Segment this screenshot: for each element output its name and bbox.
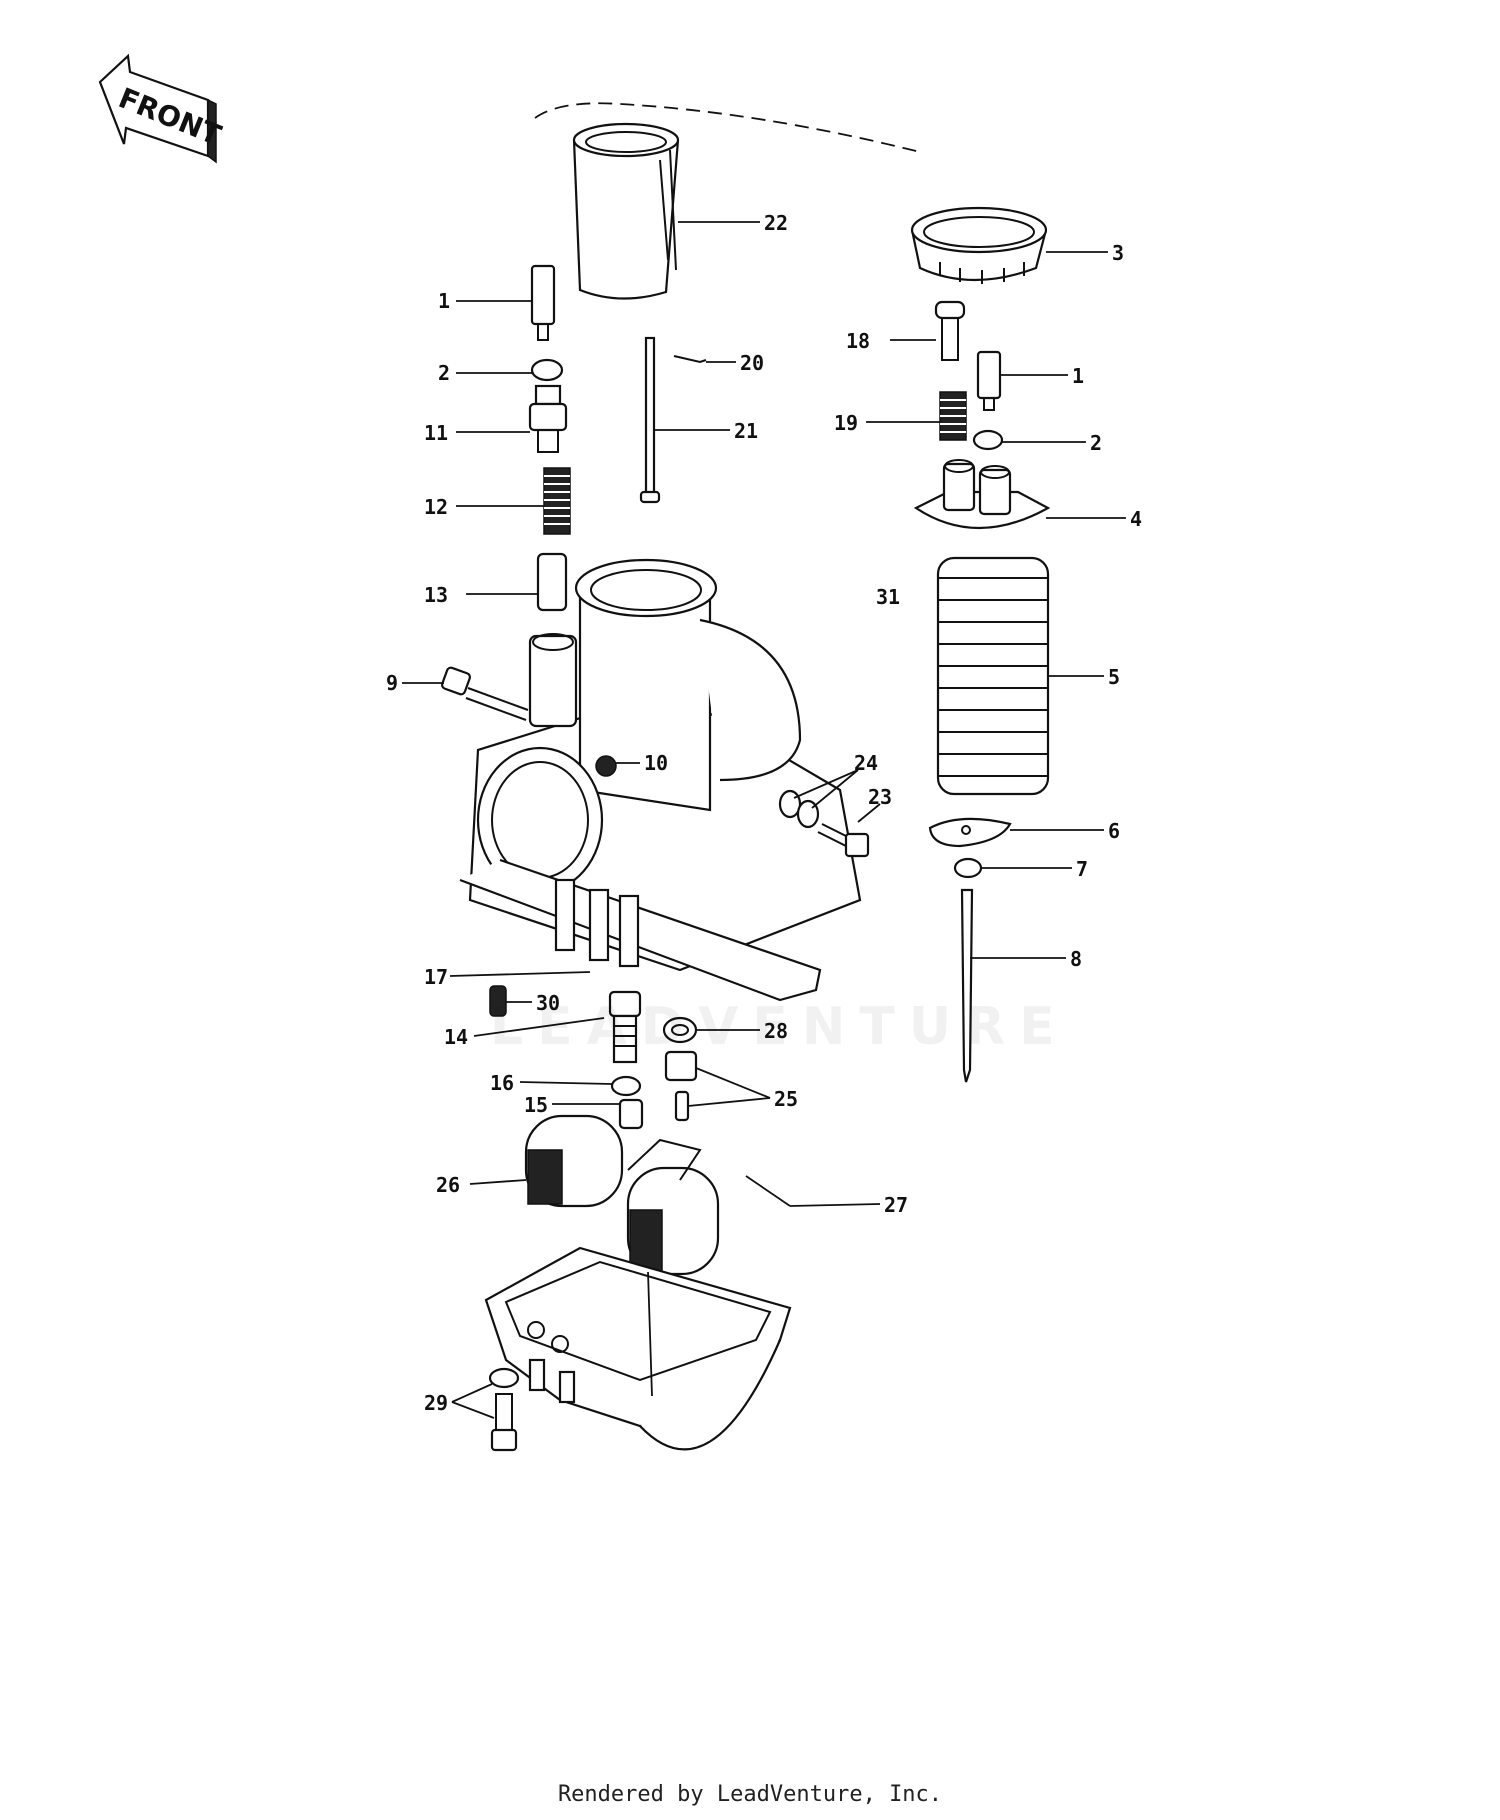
- part-23-bolt: [817, 803, 881, 858]
- part-11-fitting: [456, 384, 568, 453]
- callout-labels: 22 3 1 18 20 2 1 11 21 19 2 12 4 13 31 9…: [386, 211, 1142, 1415]
- part-21-rod: [639, 336, 730, 504]
- callout-15: 15: [524, 1093, 548, 1117]
- part-4-top-cap: [913, 459, 1126, 529]
- part-19-spring: [866, 391, 967, 441]
- callout-26: 26: [436, 1173, 460, 1197]
- part-18-screw: [890, 300, 966, 361]
- part-24-washers: [778, 769, 859, 829]
- callout-31: 31: [876, 585, 900, 609]
- callout-8: 8: [1070, 947, 1082, 971]
- callout-27: 27: [884, 1193, 908, 1217]
- callout-1-left: 1: [438, 289, 450, 313]
- part-29-drain-bolt: [451, 1367, 520, 1452]
- part-12-spring: [456, 467, 571, 535]
- part-22-rubber-cap: [572, 122, 760, 300]
- part-2-nut-right: [972, 429, 1086, 451]
- alignment-dashed-curve: [534, 102, 921, 153]
- part-17-gasket-leader: [449, 971, 591, 977]
- callout-30: 30: [536, 991, 560, 1015]
- callout-25: 25: [774, 1087, 798, 1111]
- callout-2-right: 2: [1090, 431, 1102, 455]
- callout-13: 13: [424, 583, 448, 607]
- callout-3: 3: [1112, 241, 1124, 265]
- callout-24: 24: [854, 751, 878, 775]
- part-6-plate: [928, 817, 1104, 848]
- part-27-pin: [745, 1175, 881, 1207]
- part-13-jet: [466, 552, 568, 612]
- front-arrow: FRONT: [98, 53, 226, 164]
- callout-6: 6: [1108, 819, 1120, 843]
- callout-20: 20: [740, 351, 764, 375]
- callout-2-left: 2: [438, 361, 450, 385]
- callout-10: 10: [644, 751, 668, 775]
- callout-18: 18: [846, 329, 870, 353]
- part-30-pilot-screw: [489, 985, 532, 1017]
- part-1-adjuster-right: [976, 350, 1068, 411]
- callout-1-right: 1: [1072, 364, 1084, 388]
- callout-12: 12: [424, 495, 448, 519]
- part-2-nut-left: [456, 358, 564, 382]
- callout-4: 4: [1130, 507, 1142, 531]
- callout-11: 11: [424, 421, 448, 445]
- callout-29: 29: [424, 1391, 448, 1415]
- float-bowl: [484, 1246, 792, 1451]
- callout-28: 28: [764, 1019, 788, 1043]
- part-20-clip: [673, 355, 736, 364]
- footer-credit: Rendered by LeadVenture, Inc.: [557, 1782, 943, 1807]
- part-9-bolt: [402, 666, 529, 721]
- part-10-screw: [595, 755, 640, 777]
- callout-5: 5: [1108, 665, 1120, 689]
- part-26-floats: [469, 1114, 720, 1276]
- callout-9: 9: [386, 671, 398, 695]
- callout-17: 17: [424, 965, 448, 989]
- part-8-needle: [960, 888, 1066, 1083]
- callout-14: 14: [444, 1025, 468, 1049]
- part-3-ring-cap: [910, 206, 1108, 284]
- carburetor-body: [459, 558, 862, 1002]
- callout-21: 21: [734, 419, 758, 443]
- part-25-needle-valve: [664, 1050, 771, 1122]
- part-1-adjuster-left: [456, 264, 556, 341]
- part-5-spring: [936, 556, 1104, 796]
- callout-7: 7: [1076, 857, 1088, 881]
- watermark-text: LEADVENTURE: [490, 997, 1069, 1057]
- part-16-washer: [519, 1075, 642, 1097]
- callout-23: 23: [868, 785, 892, 809]
- part-7-clip: [953, 857, 1072, 879]
- part-28-washer: [662, 1016, 760, 1044]
- callout-22: 22: [764, 211, 788, 235]
- part-14-main-jet: [473, 990, 642, 1064]
- part-15-pilot-jet: [552, 1098, 644, 1130]
- callout-16: 16: [490, 1071, 514, 1095]
- callout-19: 19: [834, 411, 858, 435]
